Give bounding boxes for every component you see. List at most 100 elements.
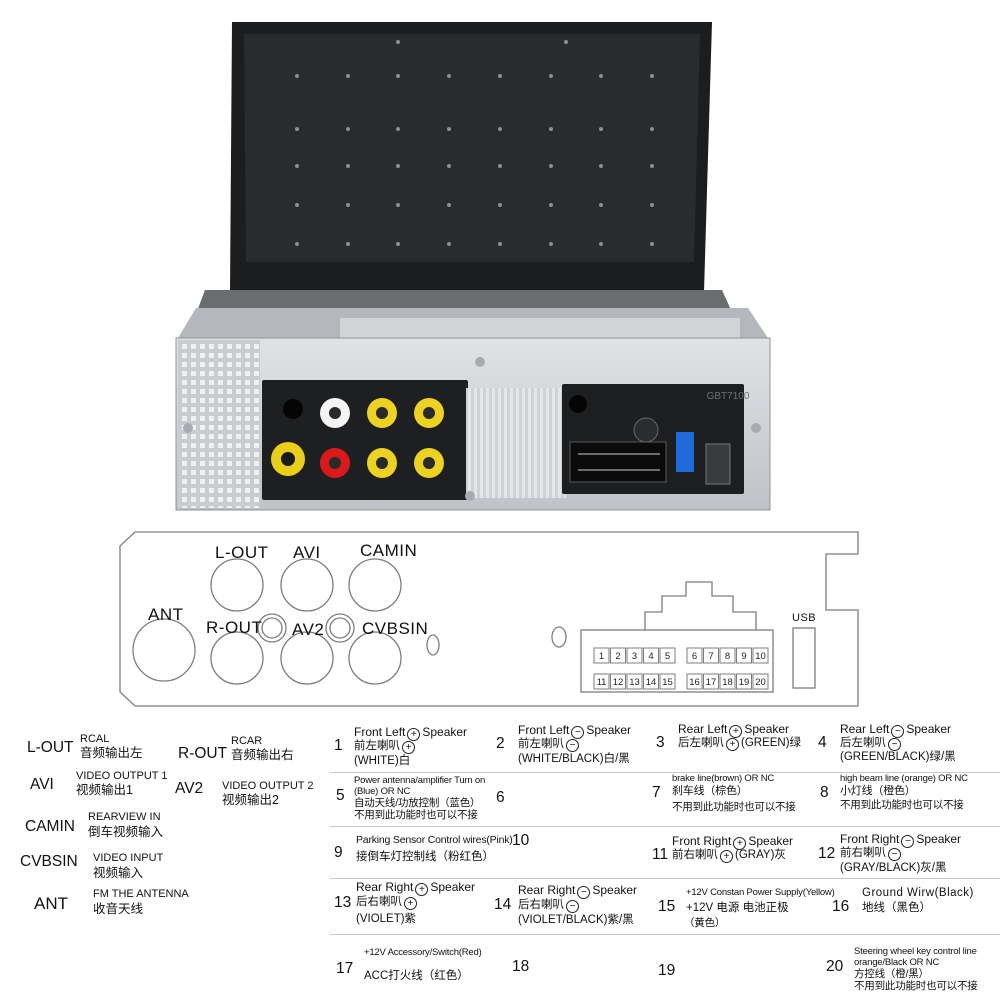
wire-label: brake line(brown) OR NC (672, 773, 775, 784)
wire-name-zh: 后左喇叭 (678, 737, 724, 749)
wiring-table: 1 Front Left+Speaker 前左喇叭+ (WHITE)白 2 Fr… (330, 720, 1000, 1000)
legend-zh: 收音天线 (93, 902, 144, 916)
plus-icon: + (726, 738, 739, 751)
pin-label: 15 (662, 677, 673, 688)
wire-label: Front Right+Speaker (672, 834, 793, 850)
wire-type: Speaker (592, 883, 638, 897)
wire-color: (WHITE/BLACK)白/黑 (518, 753, 630, 765)
wire-label: Ground Wirw(Black) (862, 887, 974, 899)
legend-zh: 音频输出右 (231, 748, 294, 762)
plus-icon: + (407, 728, 421, 741)
pin-label: 17 (706, 677, 717, 688)
wire-label-zh: 前左喇叭+ (354, 740, 417, 754)
wire-label: Parking Sensor Control wires(Pink) (356, 834, 513, 846)
wire-label-zh: 前左喇叭− (518, 738, 581, 752)
pin-label: 10 (755, 651, 766, 662)
wire-label-zh: 后右喇叭+ (356, 896, 419, 910)
pin-box (593, 673, 610, 690)
wire-type: Speaker (906, 722, 952, 736)
pin-number: 13 (334, 894, 352, 911)
pin-box (703, 647, 719, 664)
legend-en: VIDEO OUTPUT 2 (222, 780, 314, 792)
label-cvbsin: CVBSIN (362, 619, 429, 638)
legend-zh: 视频输入 (93, 866, 144, 880)
legend-code: R-OUT (178, 745, 228, 762)
pin-label: 20 (755, 677, 766, 688)
pin-number: 10 (512, 832, 530, 849)
minus-icon: − (577, 886, 591, 899)
pin-number: 5 (336, 787, 345, 804)
wire-label-zh: 自动天线/功放控制（蓝色） (354, 797, 481, 809)
wire-type: Speaker (430, 880, 476, 894)
head-unit-photo: GBT7100 (175, 22, 771, 511)
minus-icon: − (891, 725, 905, 738)
pin-number: 2 (496, 735, 505, 752)
wire-name-zh: 后右喇叭 (518, 899, 564, 911)
minus-icon: − (566, 739, 579, 752)
wire-label-zh: 刹车线（棕色） (672, 785, 748, 797)
pin-number: 7 (652, 784, 661, 801)
wire-color: (GRAY/BLACK)灰/黑 (840, 862, 947, 874)
pin-number: 4 (818, 734, 827, 751)
port-legend: L-OUT RCAL 音频输出左 R-OUT RCAR 音频输出右 AVI VI… (0, 720, 330, 1000)
minus-icon: − (571, 726, 585, 739)
row-divider (330, 878, 1000, 879)
wire-name: Rear Left (840, 722, 890, 736)
legend-en: REARVIEW IN (88, 811, 161, 823)
legend-en: FM THE ANTENNA (93, 888, 189, 900)
pin-label: 2 (615, 651, 620, 662)
pin-box (626, 673, 643, 690)
pin-number: 17 (336, 960, 354, 977)
wire-color: (WHITE)白 (354, 755, 411, 767)
pin-box (610, 673, 626, 690)
pin-box (736, 647, 752, 664)
pin-label: 4 (648, 651, 653, 662)
wire-name: Front Left (518, 723, 570, 737)
wire-name: Rear Right (518, 883, 576, 897)
wire-label: +12V Constan Power Supply(Yellow) (686, 887, 835, 898)
wire-type: orange/Black OR NC (854, 957, 940, 968)
pin-number: 18 (512, 958, 530, 975)
minus-icon: − (566, 900, 579, 913)
wire-label-zh: 前右喇叭+(GRAY)灰 (672, 849, 786, 863)
label-avi: AVI (293, 543, 321, 562)
wire-name: Rear Left (678, 722, 728, 736)
pin-box (686, 647, 703, 664)
label-rout: R-OUT (206, 618, 263, 637)
wire-note: 不用到此功能时也可以不接 (854, 980, 978, 992)
wire-type: Speaker (744, 722, 790, 736)
pin-number: 14 (494, 896, 512, 913)
pin-box (703, 673, 719, 690)
wire-label: high beam line (orange) OR NC (840, 773, 968, 784)
rca-jacks (271, 398, 444, 478)
pin-box (626, 647, 643, 664)
pin-number: 19 (658, 962, 676, 979)
wire-label: Front Left+Speaker (354, 725, 467, 741)
wire-name-zh: 后右喇叭 (356, 896, 402, 908)
pin-label: 9 (741, 651, 746, 662)
wire-label-zh: 方控线（橙/黑） (854, 968, 929, 980)
pin-box (752, 673, 769, 690)
pin-box (643, 673, 659, 690)
pin-box (659, 647, 676, 664)
legend-en: RCAL (80, 733, 110, 745)
wire-label: Rear Right−Speaker (518, 883, 637, 899)
pin-number: 16 (832, 898, 850, 915)
plus-icon: + (733, 837, 747, 850)
pin-label: 14 (646, 677, 657, 688)
screen-mount-holes (295, 40, 654, 246)
wire-note: 不用到此功能时也可以不接 (840, 799, 964, 811)
pin-label: 3 (632, 651, 637, 662)
pin-label: 11 (597, 677, 607, 688)
legend-code: ANT (34, 894, 68, 913)
plus-icon: + (404, 897, 417, 910)
pin-number: 1 (334, 737, 343, 754)
pin-label: 8 (725, 651, 730, 662)
wire-color: (GREEN)绿 (741, 737, 802, 749)
legend-zh: 视频输出1 (76, 783, 133, 797)
wire-label: Power antenna/amplifier Turn on (354, 775, 486, 786)
wire-color: (VIOLET)紫 (356, 913, 417, 925)
pin-label: 16 (689, 677, 700, 688)
